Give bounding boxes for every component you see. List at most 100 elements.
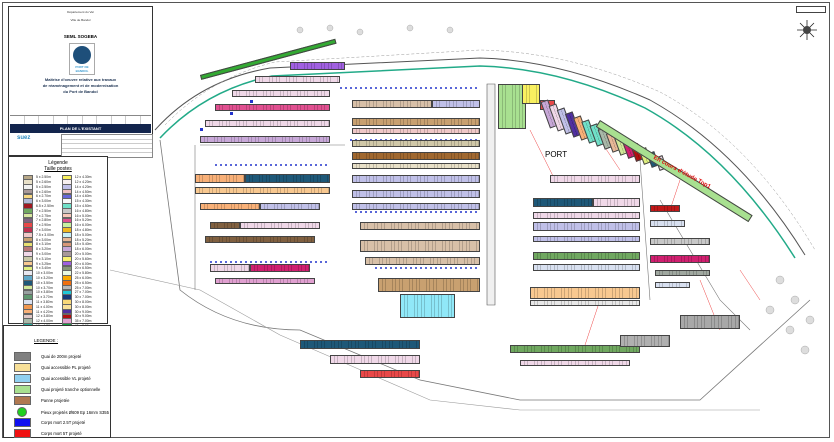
legend-label: 10 x 3.70m — [36, 285, 53, 290]
legend-label: 11 x 3.70m — [36, 295, 53, 300]
legend-label: 7 x 2.80m — [36, 218, 51, 223]
pontoon-berths — [210, 264, 250, 272]
pontoon-berths — [533, 222, 640, 231]
pontoon-berths — [498, 84, 526, 129]
description-line: du Port de Bandol — [63, 89, 98, 94]
organization-name: SEML SOGEBA — [63, 34, 98, 39]
pontoon-berths — [360, 370, 420, 378]
legend-label: 30 x 7.00m — [74, 295, 92, 300]
pontoon-berths — [260, 203, 320, 210]
pontoon-berths — [240, 222, 320, 229]
legend-label: 30 x 9.00m — [74, 314, 92, 319]
legend-label: 30 x 8.00m — [74, 299, 92, 304]
works-legend-swatch — [14, 396, 31, 405]
legend-label: 12 x 4.30m — [74, 175, 92, 180]
works-legend-swatch — [14, 374, 31, 383]
legend-label: 18 x 5.40m — [74, 242, 92, 247]
legend-label: 25 x 7.00m — [74, 285, 92, 290]
legend-label: 11 x 4.20m — [36, 309, 53, 314]
pontoon-berths — [232, 90, 330, 97]
legend-label: 12 x 3.80m — [36, 314, 53, 319]
legend-label: 12 x 4.20m — [74, 180, 92, 185]
works-legend-label: Pieux projetés Ø609 Ep 16mm S355 — [41, 409, 109, 415]
works-legend-swatch — [14, 352, 31, 361]
title-block: Département du Var Ville de Bandol SEML … — [8, 6, 153, 158]
legend-subtitle: Taille postes — [44, 166, 72, 172]
legend-label: 9 x 3.10m — [36, 256, 51, 261]
scale-bar — [796, 6, 826, 13]
works-legend-item: Corps mort 2.5T projeté — [14, 418, 85, 427]
works-legend-swatch — [14, 363, 31, 372]
legend-label: 9 x 3.25m — [36, 261, 51, 266]
pontoon-berths — [365, 257, 480, 265]
pontoon-berths — [533, 264, 640, 271]
works-legend-swatch — [14, 418, 31, 427]
pontoon-berths — [650, 238, 710, 245]
pontoon-berths — [400, 294, 455, 318]
works-legend-label: Quai accessible PL projeté — [41, 365, 91, 370]
legend-label: 25 x 6.50m — [74, 280, 92, 285]
logo-text: PORT DE BANDOL — [75, 65, 89, 73]
pontoon-berths — [533, 252, 640, 260]
drawing-frame — [2, 2, 830, 438]
legend-label: 25 x 6.00m — [74, 275, 92, 280]
legend-label: 5 x 2.50m — [36, 184, 51, 189]
pontoon-berths — [200, 203, 260, 210]
pontoon-berths — [655, 270, 710, 276]
pontoon-berths — [533, 198, 593, 207]
legend-label: 16 x 6.00m — [74, 223, 92, 228]
works-legend-item: Corps mort 5T projeté — [14, 429, 82, 438]
legend-label: 14 x 4.50m — [74, 189, 92, 194]
legend-label: 9 x 3.00m — [36, 252, 51, 256]
works-legend-label: Quai projeté tranche optionnelle — [41, 387, 101, 392]
pontoon-berths — [530, 287, 640, 299]
pontoon-berths — [205, 236, 315, 243]
pontoon-berths — [650, 220, 685, 227]
legend-label: 16 x 5.00m — [74, 213, 92, 218]
works-legend-label: Corps mort 5T projeté — [41, 431, 82, 436]
town-text: Ville de Bandol — [70, 18, 91, 22]
pontoon-berths — [215, 104, 330, 111]
legend-label: 20 x 5.60m — [74, 256, 92, 261]
legend-label: 18 x 4.80m — [74, 228, 92, 233]
pontoon-berths — [650, 205, 680, 212]
pontoon-berths — [352, 203, 480, 210]
legend-label: 6 x 2.60m — [36, 189, 51, 194]
project-description: Maîtrise d'oeuvre relative aux travaux d… — [9, 77, 152, 95]
description-line: de réaménagement et de modernisation — [42, 83, 119, 88]
pontoon-berths — [360, 240, 480, 252]
legend-label: 11 x 3.80m — [36, 299, 53, 304]
works-legend-item: Quai projeté tranche optionnelle — [14, 385, 100, 394]
pontoon-berths — [245, 174, 330, 183]
pontoon-berths — [215, 278, 315, 284]
legend-label: 10 x 3.20m — [36, 275, 53, 280]
description-line: Maîtrise d'oeuvre relative aux travaux — [44, 77, 117, 82]
legend-label: 18 x 5.20m — [74, 237, 92, 242]
works-legend-label: Panne projetée — [41, 398, 70, 403]
works-legend-item: Pieux projetés Ø609 Ep 16mm S355 — [14, 407, 109, 417]
legend-label: 20 x 6.50m — [74, 266, 92, 271]
legend-label: 20 x 5.00m — [74, 252, 92, 256]
works-legend-label: Quai de 200m projeté — [41, 354, 82, 359]
legend-label: 15 x 4.30m — [74, 199, 92, 204]
legend-label: 5 x 2.60m — [36, 180, 51, 185]
legend-label: 30 x 8.00m — [74, 304, 92, 309]
pontoon-berths — [352, 140, 480, 147]
legend-label: 6 x 3.00m — [36, 199, 51, 204]
legend-label: 10 x 3.80m — [36, 290, 53, 295]
works-legend-item: Quai accessible VL projeté — [14, 374, 91, 383]
legend-label: 5 x 2.50m — [36, 175, 51, 180]
works-legend-item: Quai accessible PL projeté — [14, 363, 91, 372]
port-label: PORT — [545, 150, 568, 159]
legend-label: 16 x 5.20m — [74, 218, 92, 223]
pontoon-berths — [352, 118, 480, 126]
pontoon-berths — [352, 152, 480, 160]
legend-label: 7 x 2.50m — [36, 208, 51, 213]
pontoon-berths — [522, 84, 540, 104]
legend-label: 30 x 9.00m — [74, 309, 92, 314]
legend-label: 10 x 3.50m — [36, 280, 53, 285]
legend-label: 11 x 4.00m — [36, 304, 53, 309]
pontoon-berths — [550, 175, 640, 183]
